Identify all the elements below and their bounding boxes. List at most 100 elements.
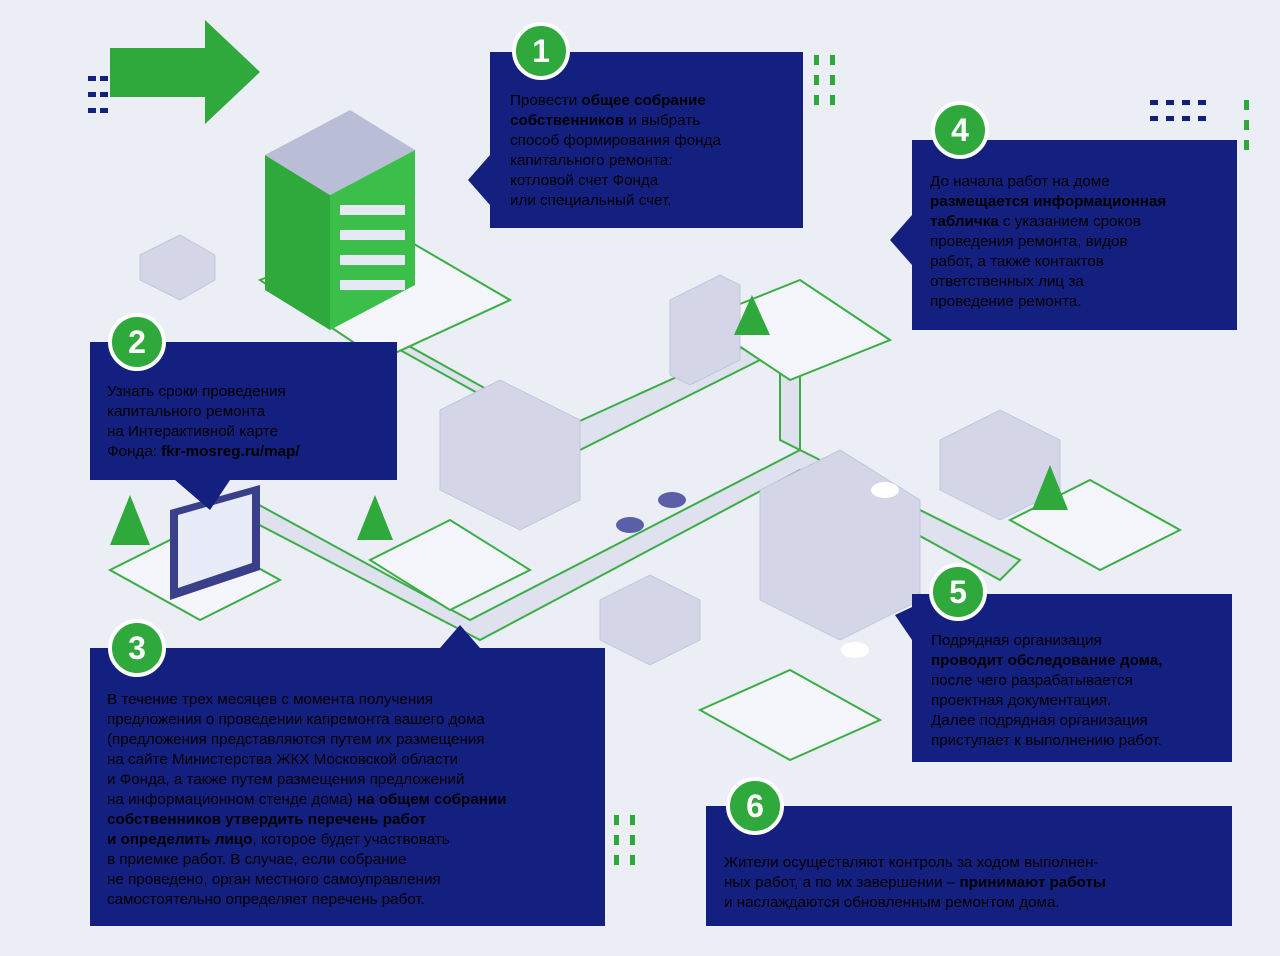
text-segment: на сайте Министерства ЖКХ Московской обл… [107, 751, 459, 768]
text-segment: после чего разрабатывается [931, 672, 1133, 689]
text-segment: ных работ, а по их завершении – [724, 874, 960, 891]
step-4-text: До начала работ на доме размещается инфор… [930, 172, 1166, 312]
text-line: работ, а также контактов [930, 252, 1166, 272]
text-line: (предложения представляются путем их раз… [107, 730, 507, 750]
text-line: проектная документация. [931, 691, 1162, 711]
step-5-number: 5 [929, 563, 987, 621]
text-segment: способ формирования фонда [510, 132, 721, 149]
text-line: собственников и выбрать [510, 111, 721, 131]
text-line: и наслаждаются обновленным ремонтом дома… [724, 893, 1106, 913]
text-segment: с указанием сроков [998, 213, 1141, 230]
text-segment: и Фонда, а также путем размещения предло… [107, 771, 465, 788]
text-segment: приступает к выполнению работ. [931, 732, 1162, 749]
text-line: ответственных лиц за [930, 272, 1166, 292]
bold-text: проводит обследование дома, [931, 652, 1163, 669]
text-segment: ответственных лиц за [930, 273, 1084, 290]
step-1-number: 1 [512, 22, 570, 80]
text-line: Провести общее собрание [510, 91, 721, 111]
bold-text: общее собрание [581, 92, 706, 109]
text-segment: (предложения представляются путем их раз… [107, 731, 485, 748]
text-line: размещается информационная [930, 192, 1166, 212]
text-line: табличка с указанием сроков [930, 212, 1166, 232]
step-2-number: 2 [108, 313, 166, 371]
text-segment: Подрядная организация [931, 632, 1102, 649]
text-line: не проведено, орган местного самоуправле… [107, 870, 507, 890]
interactive-map-monitor [170, 485, 260, 600]
dot-decorations [88, 76, 1206, 121]
text-segment: в приемке работ. В случае, если собрание [107, 851, 407, 868]
text-segment: котловой счет Фонда [510, 172, 659, 189]
text-line: собственников утвердить перечень работ [107, 810, 507, 830]
cars [616, 482, 899, 658]
apartment-building [265, 110, 415, 330]
text-segment: проведения ремонта, видов [930, 233, 1128, 250]
bold-text: собственников [510, 112, 625, 129]
text-line: проведение ремонта. [930, 292, 1166, 312]
text-line: приступает к выполнению работ. [931, 731, 1162, 751]
step-4-box [912, 140, 1237, 330]
green-dot-decorations [614, 55, 1249, 865]
text-line: самостоятельно определяет перечень работ… [107, 890, 507, 910]
step-4-number: 4 [931, 101, 989, 159]
text-line: ных работ, а по их завершении – принимаю… [724, 873, 1106, 893]
bold-text: fkr-mosreg.ru/map/ [161, 443, 300, 460]
text-line: и Фонда, а также путем размещения предло… [107, 770, 507, 790]
text-line: капитального ремонта: [510, 151, 721, 171]
text-line: Фонда: fkr-mosreg.ru/map/ [107, 442, 300, 462]
text-segment: Далее подрядная организация [931, 712, 1148, 729]
text-line: после чего разрабатывается [931, 671, 1162, 691]
step-5-text: Подрядная организация проводит обследован… [931, 631, 1162, 751]
text-segment: не проведено, орган местного самоуправле… [107, 871, 441, 888]
step-3-text: В течение трех месяцев с момента получен… [107, 690, 507, 910]
text-segment: предложения о проведении капремонта ваше… [107, 711, 485, 728]
text-segment: капитального ремонта [107, 403, 266, 420]
arrow-icon [110, 20, 260, 124]
text-line: Жители осуществляют контроль за ходом вы… [724, 853, 1106, 873]
text-segment: капитального ремонта: [510, 152, 673, 169]
step-3-box [90, 648, 605, 926]
step-5-box [912, 594, 1232, 762]
text-line: и определить лицо, которое будет участво… [107, 830, 507, 850]
text-line: предложения о проведении капремонта ваше… [107, 710, 507, 730]
text-segment: Узнать сроки проведения [107, 383, 286, 400]
step-1-box [490, 52, 803, 228]
step-6-text: Жители осуществляют контроль за ходом вы… [724, 853, 1106, 913]
bold-text: на общем собрании [356, 791, 507, 808]
bold-text: и определить лицо [107, 831, 253, 848]
bold-text: принимают работы [959, 874, 1106, 891]
text-line: Узнать сроки проведения [107, 382, 300, 402]
step-2-text: Узнать сроки проведения капитального ремо… [107, 382, 300, 462]
text-line: В течение трех месяцев с момента получен… [107, 690, 507, 710]
text-line: Далее подрядная организация [931, 711, 1162, 731]
text-segment: самостоятельно определяет перечень работ… [107, 891, 425, 908]
text-line: проводит обследование дома, [931, 651, 1162, 671]
text-line: на Интерактивной карте [107, 422, 300, 442]
text-line: котловой счет Фонда [510, 171, 721, 191]
text-segment: Провести [510, 92, 582, 109]
text-line: капитального ремонта [107, 402, 300, 422]
step-3-number: 3 [108, 619, 166, 677]
step-6-number: 6 [726, 777, 784, 835]
step-6-box [706, 806, 1232, 926]
text-line: Подрядная организация [931, 631, 1162, 651]
bold-text: размещается информационная [930, 193, 1167, 210]
text-segment: Фонда: [107, 443, 162, 460]
text-segment: проведение ремонта. [930, 293, 1082, 310]
trees [110, 295, 1068, 545]
bold-text: табличка [930, 213, 999, 230]
text-segment: на информационном стенде дома) [107, 791, 357, 808]
text-line: в приемке работ. В случае, если собрание [107, 850, 507, 870]
text-segment: и наслаждаются обновленным ремонтом дома… [724, 894, 1060, 911]
bold-text: собственников утвердить перечень работ [107, 811, 427, 828]
text-segment: проектная документация. [931, 692, 1112, 709]
text-line: на сайте Министерства ЖКХ Московской обл… [107, 750, 507, 770]
text-line: на информационном стенде дома) на общем … [107, 790, 507, 810]
text-line: или специальный счет. [510, 191, 721, 211]
text-segment: В течение трех месяцев с момента получен… [107, 691, 433, 708]
text-segment: До начала работ на доме [930, 173, 1110, 190]
text-line: проведения ремонта, видов [930, 232, 1166, 252]
text-segment: на Интерактивной карте [107, 423, 279, 440]
buildings [139, 234, 1061, 666]
